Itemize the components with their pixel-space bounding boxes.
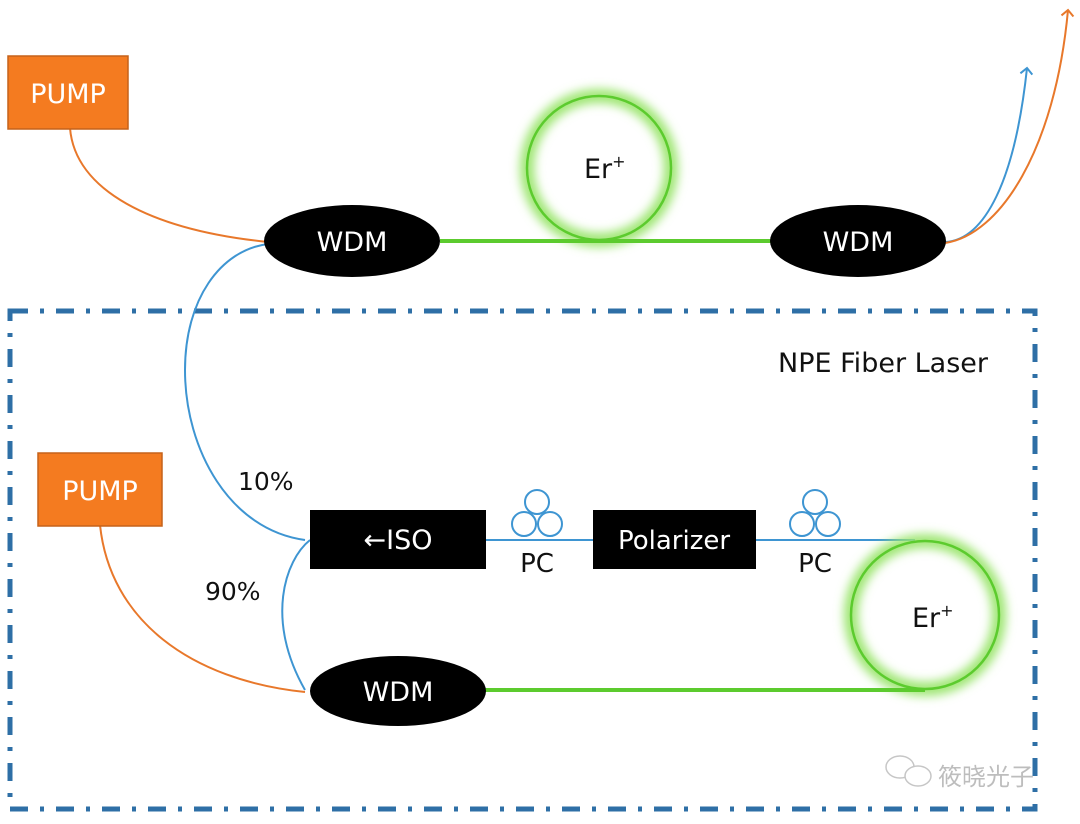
gain-top-label: Er+: [584, 152, 626, 185]
polarizer-label: Polarizer: [618, 526, 730, 556]
chat-bubble-icon: [885, 755, 932, 787]
output-signal-arrow: [944, 66, 1034, 243]
loop-fiber-90: [281, 539, 311, 691]
polarization-controller-1: PC: [511, 489, 563, 579]
wdm-top-out-label: WDM: [823, 227, 894, 258]
isolator: ←ISO: [310, 510, 486, 569]
watermark-text: 筱晓光子: [938, 763, 1034, 791]
polarizer: Polarizer: [593, 510, 756, 569]
pump-fiber-top: [69, 127, 269, 243]
gain-fiber-top: [440, 89, 775, 248]
pc2-label: PC: [798, 549, 832, 579]
wdm-top-out: WDM: [770, 205, 946, 277]
pump-bottom-label: PUMP: [62, 476, 138, 507]
watermark: 筱晓光子: [885, 755, 1034, 791]
gain-bottom-label: Er+: [912, 601, 954, 634]
npe-laser-title: NPE Fiber Laser: [778, 348, 989, 379]
output-pump-arrow: [944, 8, 1075, 244]
npe-laser-frame: [7, 308, 1038, 812]
pump-top-label: PUMP: [30, 79, 106, 110]
gain-fiber-bottom: [485, 534, 1006, 697]
coupler-10-label: 10%: [238, 467, 294, 496]
pump-fiber-bottom: [99, 524, 306, 693]
wdm-bottom-label: WDM: [363, 677, 434, 708]
polarization-controller-2: PC: [789, 489, 841, 579]
wdm-top-in-label: WDM: [317, 227, 388, 258]
isolator-label: ←ISO: [364, 525, 433, 556]
coupler-90-label: 90%: [205, 577, 261, 606]
pump-top: PUMP: [7, 55, 129, 130]
pc1-label: PC: [520, 549, 554, 579]
signal-fiber-output: [183, 243, 306, 541]
wdm-top-in: WDM: [264, 205, 440, 277]
wdm-bottom: WDM: [310, 656, 486, 726]
pump-bottom: PUMP: [37, 452, 163, 527]
